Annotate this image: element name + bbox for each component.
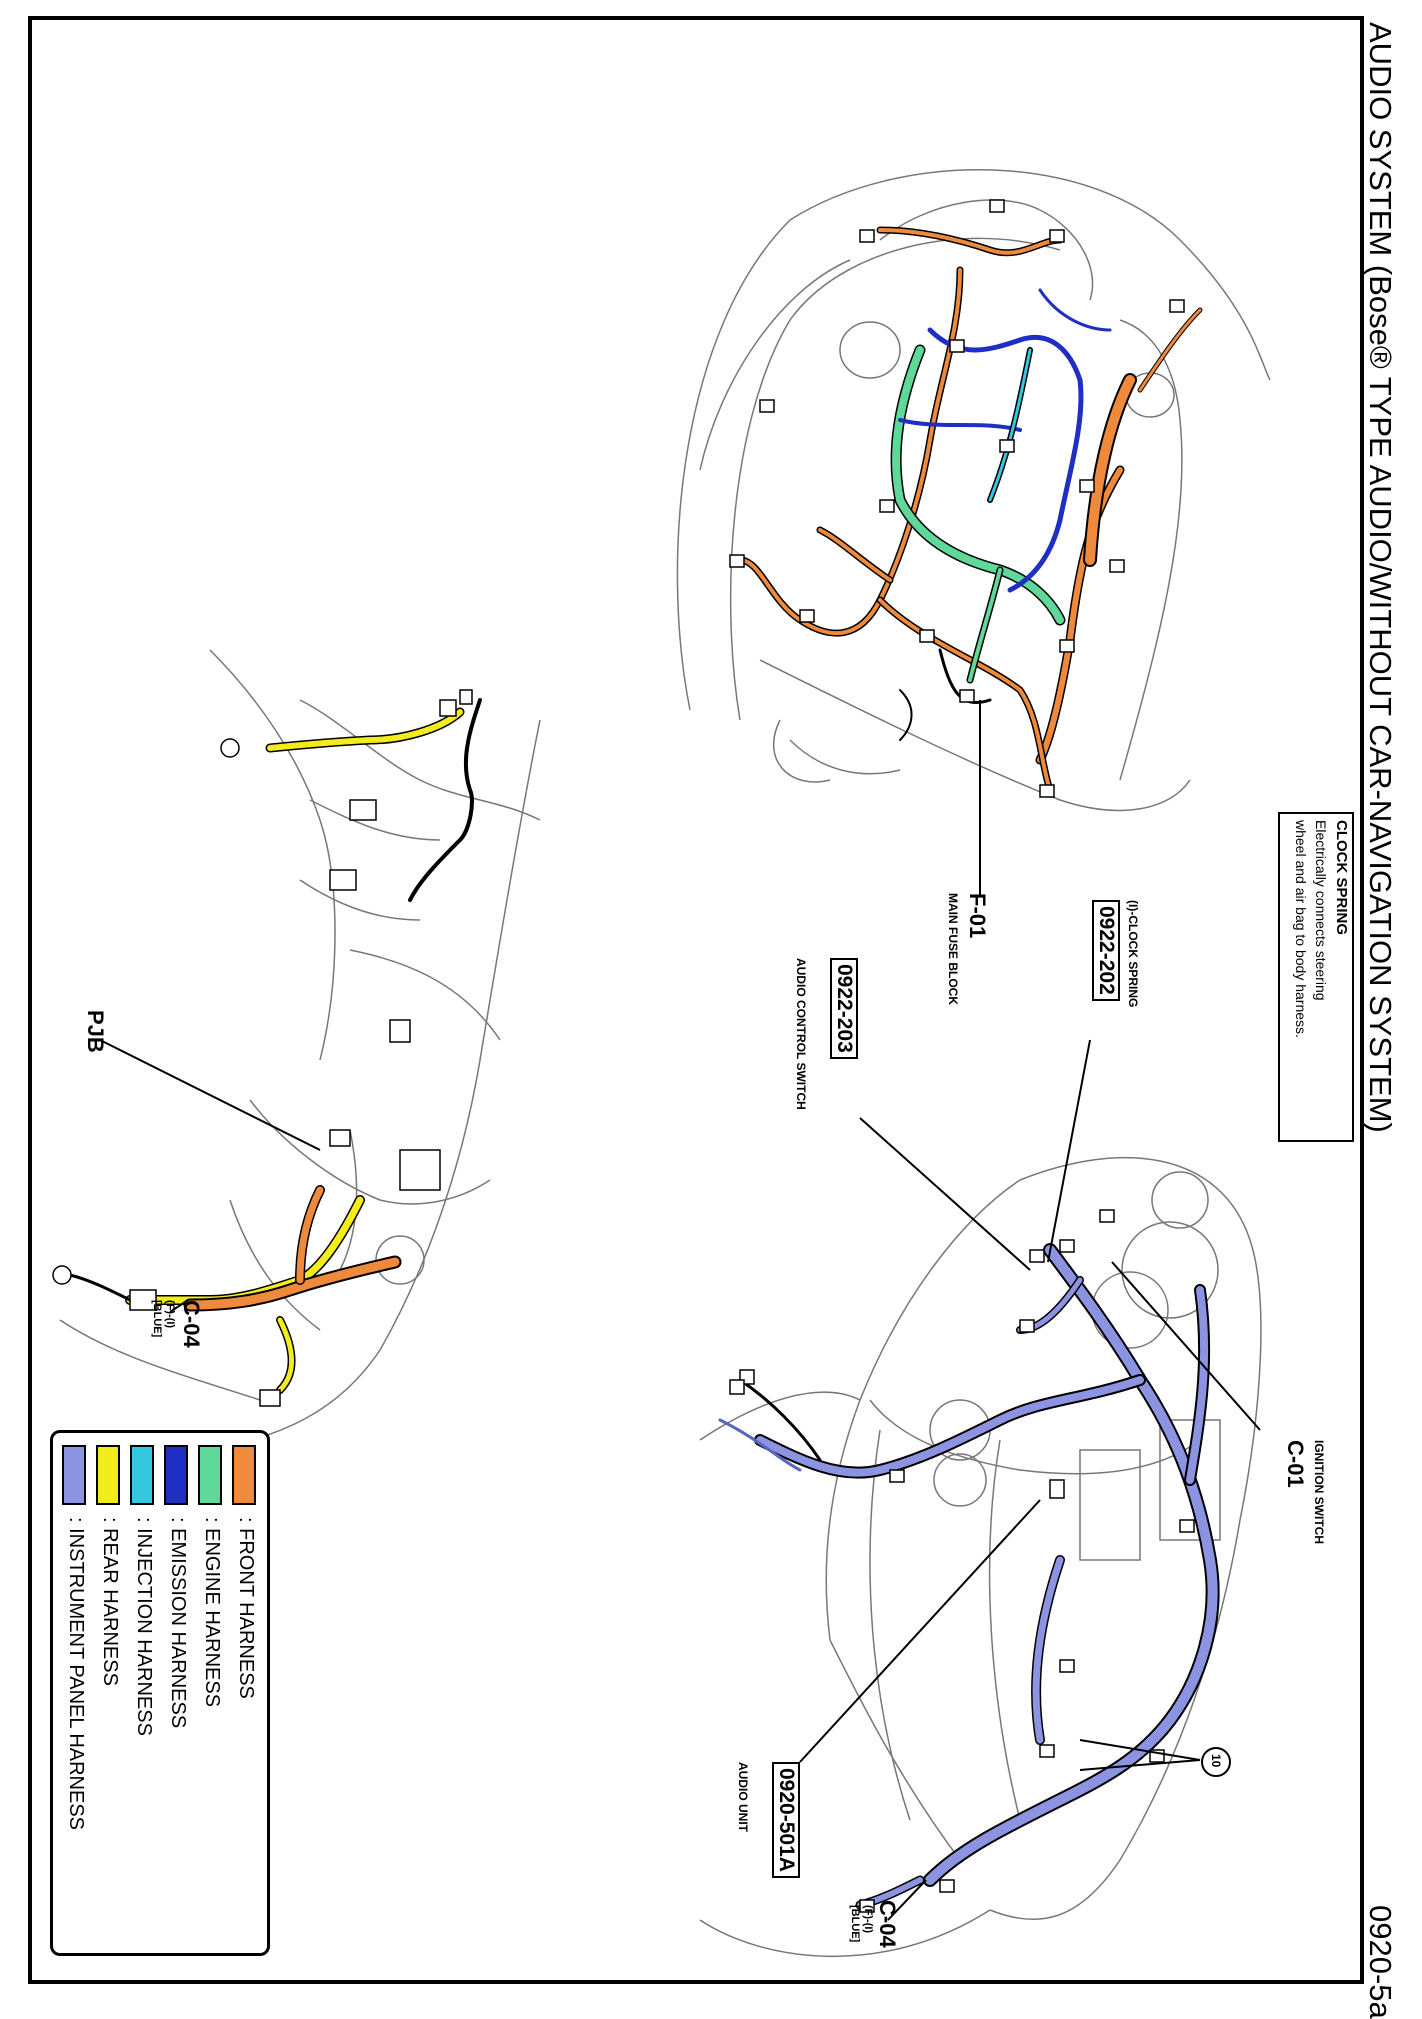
legend-label: : INSTRUMENT PANEL HARNESS [65, 1517, 87, 1831]
clock-spring-note-line2: wheel and air bag to body harness. [1293, 820, 1309, 1038]
instrument-panel-connectors [729, 1209, 1195, 1913]
legend-swatch [96, 1445, 120, 1505]
engine-compartment-outline [676, 169, 1271, 812]
instrument-panel-harness [718, 1243, 1220, 1910]
instrument-panel-outline [699, 1157, 1262, 1958]
ground-mark-label: 10 [1209, 1754, 1223, 1768]
legend-label: : INJECTION HARNESS [133, 1517, 155, 1736]
audio-control-switch-name: AUDIO CONTROL SWITCH [794, 958, 808, 1110]
ignition-switch-code: C-01 [1283, 1440, 1308, 1488]
c04-right-code: C-04 [875, 1900, 900, 1948]
legend-swatch [164, 1445, 188, 1505]
f01-code: F-01 [965, 893, 990, 939]
legend-label: : EMISSION HARNESS [167, 1517, 189, 1729]
engine-connectors [729, 199, 1185, 798]
legend-swatch [130, 1445, 154, 1505]
c04-left-sub2: [BLUE] [151, 1300, 163, 1338]
legend-label: : ENGINE HARNESS [201, 1517, 223, 1708]
c04-right-sub2: [BLUE] [849, 1905, 861, 1943]
legend-label: : REAR HARNESS [99, 1517, 121, 1686]
legend-item-front-harness: : FRONT HARNESS [227, 1445, 261, 1945]
legend-item-rear-harness: : REAR HARNESS [91, 1445, 125, 1945]
diagram-frame [28, 16, 1364, 1984]
rear-connectors [52, 689, 473, 1407]
harness-legend: : FRONT HARNESS : ENGINE HARNESS : EMISS… [50, 1430, 270, 1956]
clock-spring-note: CLOCK SPRING Electrically connects steer… [1278, 812, 1354, 1142]
clock-spring-note-heading: CLOCK SPRING [1333, 820, 1350, 936]
clock-spring-note-line1: Electrically connects steering [1313, 820, 1329, 1001]
c04-left-code: C-04 [179, 1300, 204, 1348]
legend-item-instrument-panel-harness: : INSTRUMENT PANEL HARNESS [57, 1445, 91, 1945]
legend-swatch [198, 1445, 222, 1505]
pjb-label: PJB [83, 1010, 108, 1053]
legend-item-emission-harness: : EMISSION HARNESS [159, 1445, 193, 1945]
rear-harness [68, 698, 482, 1394]
audio-unit-code: 0920-501A [772, 1762, 800, 1878]
legend-item-injection-harness: : INJECTION HARNESS [125, 1445, 159, 1945]
legend-swatch [232, 1445, 256, 1505]
c04-right-sub1: (F)-(I) [862, 1905, 874, 1934]
clock-spring-name: (I)-CLOCK SPRING [1126, 900, 1140, 1008]
audio-unit-name: AUDIO UNIT [736, 1762, 750, 1832]
legend-swatch [62, 1445, 86, 1505]
ground-mark-circle [1201, 1747, 1231, 1777]
f01-name: MAIN FUSE BLOCK [946, 893, 960, 1005]
engine-compartment-harness [736, 226, 1203, 794]
leader-lines [99, 700, 1261, 1921]
legend-label: : FRONT HARNESS [235, 1517, 257, 1699]
c04-left-sub1: (F)-(I) [164, 1300, 176, 1329]
ignition-switch-name: IGNITION SWITCH [1312, 1440, 1326, 1544]
audio-control-switch-code: 0922-203 [830, 958, 858, 1059]
legend-item-engine-harness: : ENGINE HARNESS [193, 1445, 227, 1945]
rear-compartment-outline [59, 649, 541, 1451]
clock-spring-code: 0922-202 [1092, 900, 1120, 1001]
